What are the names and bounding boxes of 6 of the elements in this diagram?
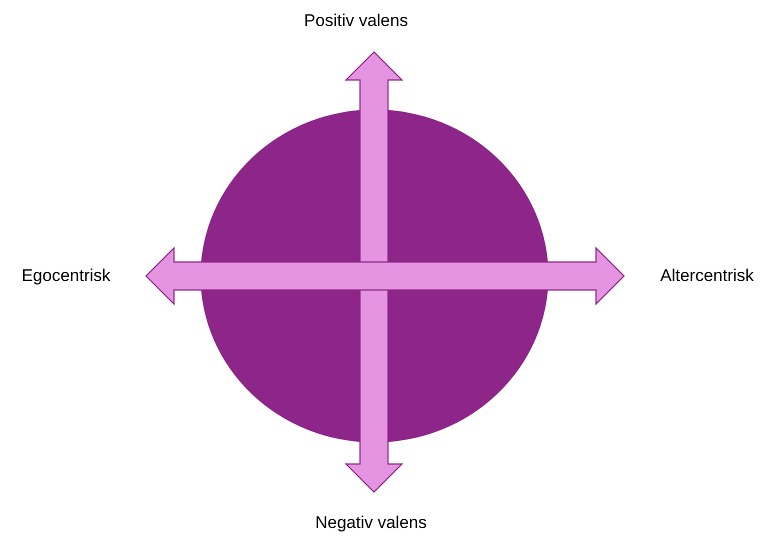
double-arrow [145,246,625,306]
double-arrow [344,51,404,493]
axis-label: Negativ valens [315,512,427,534]
axis-label: Egocentrisk [22,265,110,288]
axis-label: Positiv valens [304,10,408,32]
axis-label: Altercentrisk [660,265,754,288]
